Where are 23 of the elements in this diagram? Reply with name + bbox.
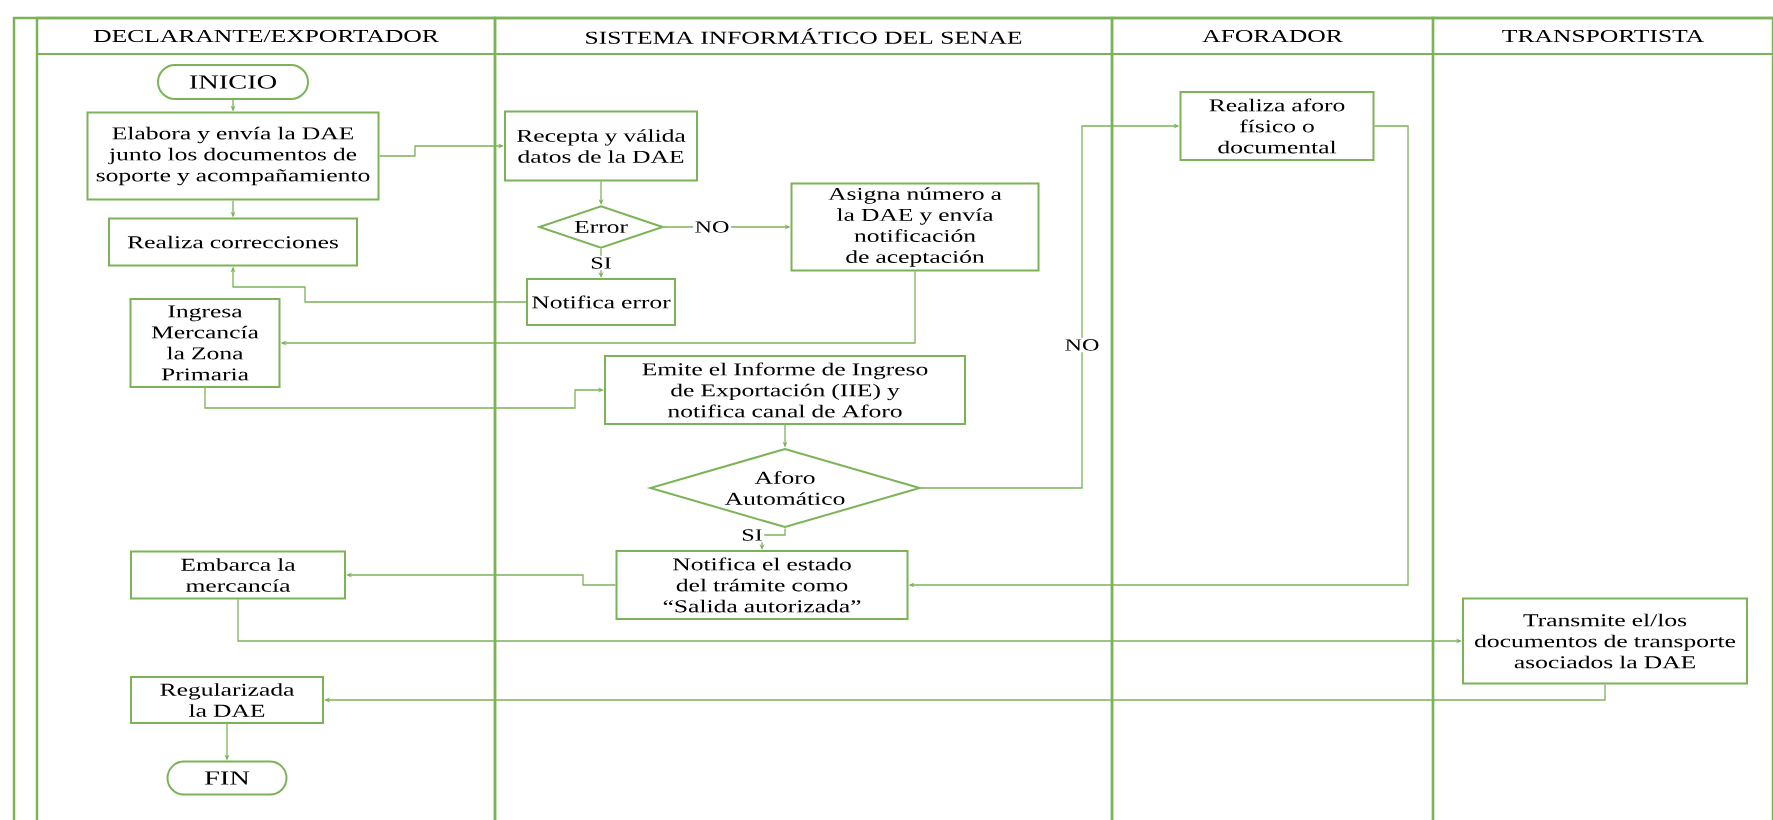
connector-arrow [204, 387, 604, 409]
process-box: Notifica error [526, 278, 676, 326]
process-box: Realiza correcciones [108, 217, 358, 267]
lane-header: TRANSPORTISTA [1502, 29, 1704, 43]
lane-header: DECLARANTE/EXPORTADOR [93, 29, 439, 43]
process-box: Transmite el/los documentos de transporte asociados la DAE [1462, 597, 1748, 685]
process-box: Emite el Informe de Ingreso de Exportación (IIE) y notifica canal de Aforo [604, 355, 966, 425]
lane-header: AFORADOR [1202, 29, 1343, 43]
process-box: Embarca la mercancía [130, 550, 346, 600]
process-box: Recepta y válida datos de la DAE [504, 110, 698, 182]
edge-label: NO [1063, 337, 1101, 353]
edge-label: SI [588, 255, 614, 271]
edge-label: NO [693, 219, 731, 235]
connector-arrow [324, 683, 1606, 703]
process-box: Asigna número a la DAE y envía notificación de aceptación [790, 182, 1040, 272]
process-box: Notifica el estado del trámite como “Salida autorizada” [615, 550, 909, 620]
process-box: Realiza aforo físico o documental [1179, 91, 1375, 161]
process-box: Elabora y envía la DAE junto los documentos de soporte y acompañamiento [86, 111, 380, 201]
edge-label: SI [739, 527, 765, 543]
connector-arrow [378, 143, 504, 157]
lane-header: SISTEMA INFORMÁTICO DEL SENAE [586, 28, 1022, 44]
process-box: Regularizada la DAE [130, 676, 324, 724]
process-box: Ingresa Mercancía la Zona Primaria [129, 298, 281, 388]
